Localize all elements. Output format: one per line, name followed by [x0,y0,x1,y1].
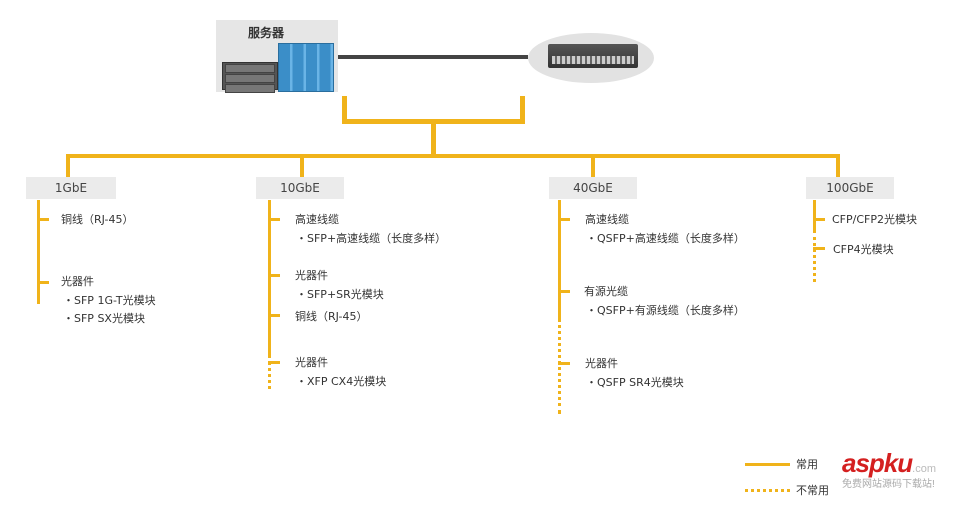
item-sub: ・QSFP+高速线缆（长度多样） [586,232,745,245]
drop-100gbe [836,154,840,178]
legend-solid-line [745,463,790,466]
drop-10gbe [300,154,304,178]
tick [37,281,49,284]
item-sub: ・QSFP+有源线缆（长度多样） [586,304,745,317]
drop-40gbe [591,154,595,178]
item-sub: ・SFP+SR光模块 [296,288,384,301]
tick [813,247,825,250]
legend-uncommon-label: 不常用 [796,484,829,497]
branch-10gbe-dotted [268,355,271,389]
brace-left [342,96,347,124]
tick [558,362,570,365]
branch-100gbe-dotted [813,230,816,282]
tick [558,290,570,293]
rack-server-icon [222,62,278,93]
tick [268,314,280,317]
branch-1gbe [37,200,40,304]
item-sub: ・QSFP SR4光模块 [586,376,684,389]
item-title: 高速线缆 [295,213,339,226]
item-title: 光器件 [585,357,618,370]
item-title: 有源光缆 [584,285,628,298]
trunk-line [66,154,840,158]
item-title: 高速线缆 [585,213,629,226]
cable-line [338,55,528,59]
server-label: 服务器 [248,26,285,40]
watermark-domain: .com [912,463,936,475]
tick [37,218,49,221]
tick [558,218,570,221]
item-sub: ・SFP 1G-T光模块 [63,294,156,307]
branch-10gbe [268,200,271,355]
speed-10gbe: 10GbE [256,177,344,199]
item-sub: ・SFP+高速线缆（长度多样） [296,232,447,245]
speed-100gbe: 100GbE [806,177,894,199]
legend-common-label: 常用 [796,458,818,471]
item-title: 光器件 [61,275,94,288]
legend-dotted-line [745,489,790,492]
item-sub: ・SFP SX光模块 [63,312,145,325]
brace-stem [431,119,436,155]
blade-server-icon [278,43,334,92]
item-sub: ・XFP CX4光模块 [296,375,387,388]
item-title: 光器件 [295,269,328,282]
branch-40gbe-dotted [558,318,561,414]
tick [268,218,280,221]
branch-100gbe [813,200,816,230]
item-title: 光器件 [295,356,328,369]
speed-40gbe: 40GbE [549,177,637,199]
watermark-slogan: 免费网站源码下载站! [842,479,935,490]
network-switch-icon [548,44,638,68]
branch-40gbe [558,200,561,318]
tick [268,361,280,364]
item-title: 铜线（RJ-45） [295,310,368,323]
watermark-brand: aspku [842,448,913,478]
item-title: CFP/CFP2光模块 [832,213,917,226]
item-title: CFP4光模块 [833,243,894,256]
speed-1gbe: 1GbE [26,177,116,199]
drop-1gbe [66,154,70,178]
tick [268,274,280,277]
watermark-logo: aspku.com 免费网站源码下载站! [842,450,936,490]
item-title: 铜线（RJ-45） [61,213,134,226]
tick [813,218,825,221]
brace-right [520,96,525,124]
